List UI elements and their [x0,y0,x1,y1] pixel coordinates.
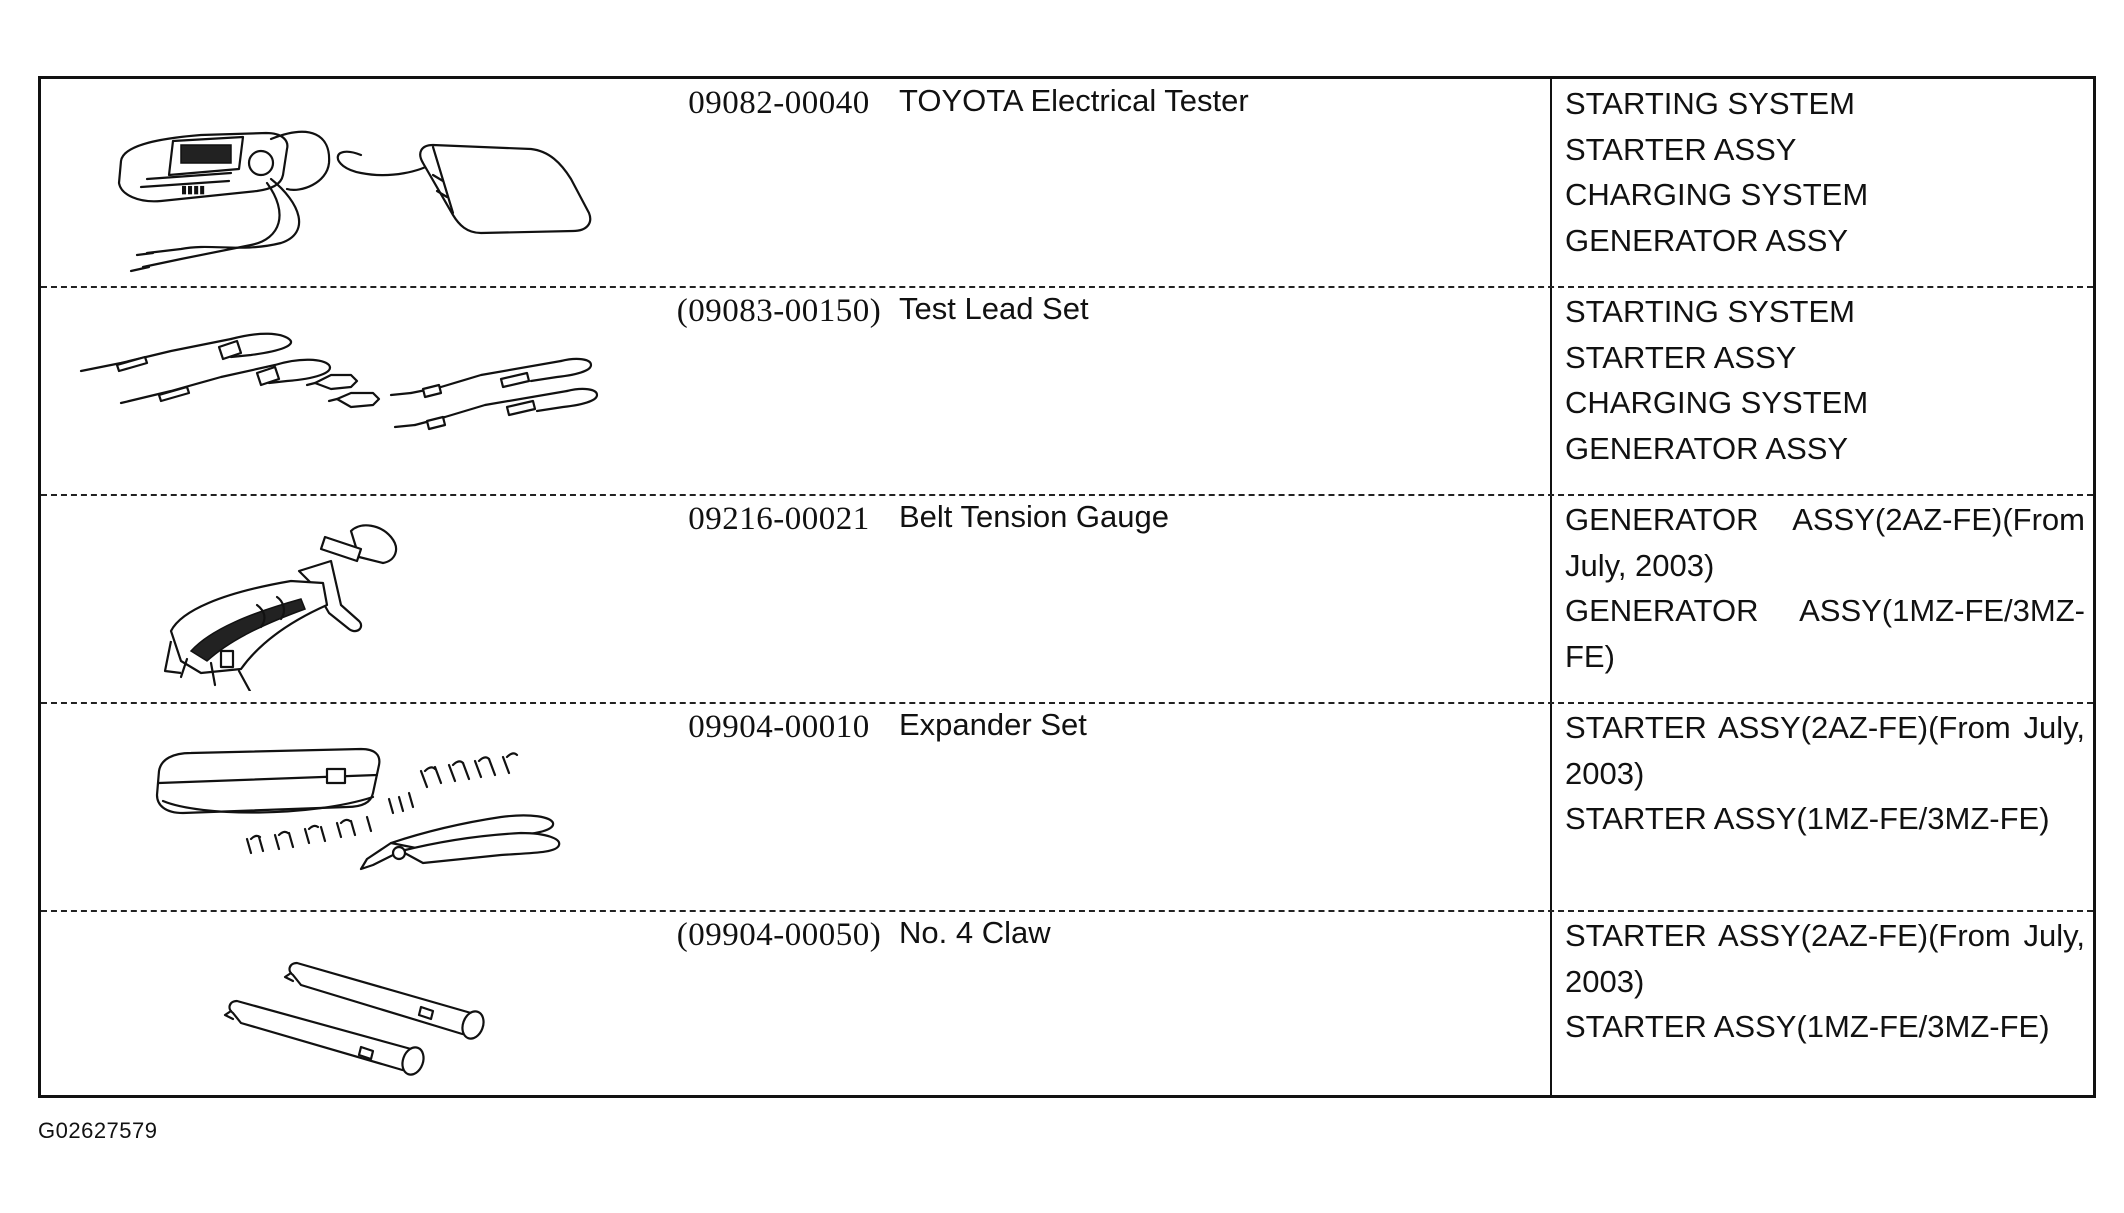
usage-item: GENERATOR ASSY [1565,222,1849,258]
usage-word: STARTER [1565,918,1707,953]
usage-item: CHARGING SYSTEM [1565,177,1869,212]
usage-word: ASSY(1MZ-FE/3MZ- [1799,593,2085,628]
usage-list: STARTING SYSTEM STARTER ASSY CHARGING SY… [1565,81,2085,263]
part-number: 09216-00021 [688,501,870,537]
usage-list: STARTING SYSTEM STARTER ASSY CHARGING SY… [1565,289,2085,471]
usage-item: FE) [1565,638,1615,674]
row-divider [41,910,2093,912]
table-row: ▮▮▮▮ 09082-00040 TOYOTA Electrical Teste… [41,79,2093,288]
svg-text:▮▮▮▮: ▮▮▮▮ [181,184,205,196]
special-service-tools-table: ▮▮▮▮ 09082-00040 TOYOTA Electrical Teste… [38,76,2096,1098]
table-row: (09083-00150) Test Lead Set STARTING SYS… [41,287,2093,496]
table-row: 09904-00010 Expander Set STARTER ASSY(2A… [41,703,2093,912]
part-number: (09904-00050) [676,917,882,953]
test-lead-set-icon [61,295,621,485]
row-divider [41,702,2093,704]
usage-item: 2003) [1565,963,1645,999]
electrical-tester-icon: ▮▮▮▮ [61,83,621,273]
usage-item: GENERATOR ASSY(2AZ-FE)(From [1565,497,2085,543]
usage-item: STARTER ASSY(1MZ-FE/3MZ-FE) [1565,801,2050,836]
usage-word: GENERATOR [1565,593,1759,628]
usage-item: STARTING SYSTEM [1565,86,1855,121]
usage-word: GENERATOR [1565,502,1759,537]
usage-item: July, 2003) [1565,547,1715,583]
part-number: 09904-00010 [688,709,870,745]
usage-item: GENERATOR ASSY [1565,430,1849,466]
usage-word: STARTER [1565,710,1707,745]
tool-name: Expander Set [899,707,1087,742]
usage-item: 2003) [1565,755,1645,791]
usage-item: STARTING SYSTEM [1565,294,1855,329]
figure-code: G02627579 [38,1118,158,1143]
usage-item: STARTER ASSY(2AZ-FE)(From July, [1565,913,2085,959]
tool-name: No. 4 Claw [899,915,1051,950]
usage-word: July, [2023,710,2085,745]
part-number: 09082-00040 [688,85,870,121]
usage-list: GENERATOR ASSY(2AZ-FE)(From July, 2003) … [1565,497,2085,679]
expander-set-icon [61,713,621,903]
table-row: (09904-00050) No. 4 Claw STARTER ASSY(2A… [41,911,2093,1095]
table-row: 09216-00021 Belt Tension Gauge GENERATOR… [41,495,2093,704]
usage-list: STARTER ASSY(2AZ-FE)(From July, 2003) ST… [1565,913,2085,1050]
usage-list: STARTER ASSY(2AZ-FE)(From July, 2003) ST… [1565,705,2085,842]
row-divider [41,494,2093,496]
row-divider [41,286,2093,288]
usage-item: STARTER ASSY [1565,131,1797,167]
usage-word: July, [2023,918,2085,953]
usage-item: CHARGING SYSTEM [1565,385,1869,420]
usage-item: STARTER ASSY(1MZ-FE/3MZ-FE) [1565,1009,2050,1044]
part-number: (09083-00150) [676,293,882,329]
usage-word: ASSY(2AZ-FE)(From [1717,918,2011,953]
usage-word: ASSY(2AZ-FE)(From [1792,502,2085,537]
usage-column-divider [1550,79,1552,1095]
tool-name: TOYOTA Electrical Tester [899,83,1249,118]
tool-name: Belt Tension Gauge [899,499,1170,534]
usage-word: ASSY(2AZ-FE)(From [1717,710,2011,745]
usage-item: GENERATOR ASSY(1MZ-FE/3MZ- [1565,588,2085,634]
tool-name: Test Lead Set [899,291,1089,326]
claw-icon [61,915,621,1105]
usage-item: STARTER ASSY(2AZ-FE)(From July, [1565,705,2085,751]
belt-tension-gauge-icon [61,501,621,695]
usage-item: STARTER ASSY [1565,339,1797,375]
